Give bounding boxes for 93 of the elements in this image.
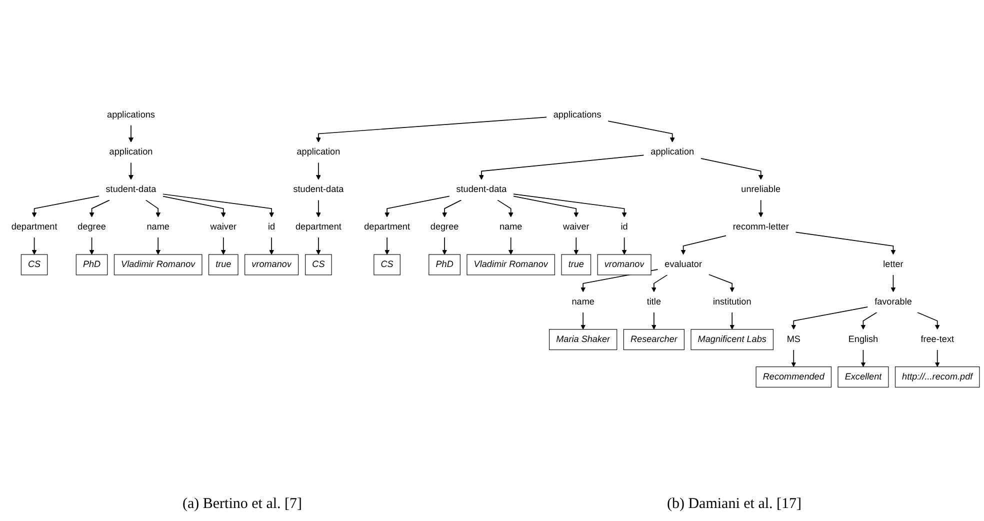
node-text: letter <box>883 260 904 270</box>
arrow <box>708 274 735 292</box>
node-text: department <box>11 222 58 232</box>
node-box: Vladimir Romanov <box>466 254 555 276</box>
node-box: CS <box>20 254 48 276</box>
arrow <box>145 200 161 218</box>
node-text: free-text <box>920 334 954 344</box>
arrow <box>513 196 579 218</box>
node-text: application <box>296 147 340 157</box>
arrow <box>89 237 94 255</box>
arrow <box>478 154 644 180</box>
arrow <box>269 237 274 255</box>
node-box: true <box>208 254 238 276</box>
arrow <box>860 349 866 368</box>
node-text: favorable <box>874 297 912 307</box>
node-text: MS <box>786 334 800 344</box>
arrow <box>795 232 896 255</box>
arrow <box>608 120 675 142</box>
arrow <box>128 162 134 180</box>
arrow <box>156 237 161 255</box>
arrow <box>316 162 321 180</box>
node-text: name <box>572 297 594 307</box>
node-box: CS <box>305 254 332 276</box>
node-text: application <box>109 147 153 157</box>
node-text: waiver <box>210 222 237 232</box>
arrow <box>497 200 514 218</box>
node-box: CS <box>374 254 400 276</box>
node-box: Maria Shaker <box>549 329 618 350</box>
node-box: Magnificent Labs <box>690 329 774 350</box>
arrow <box>791 306 868 330</box>
arrow <box>934 349 940 368</box>
node-text: degree <box>78 222 106 232</box>
node-text: English <box>848 334 878 344</box>
node-text: department <box>296 222 342 232</box>
node-text: waiver <box>563 222 590 232</box>
node-box: http://...recom.pdf <box>894 366 980 388</box>
node-text: applications <box>107 110 155 120</box>
arrow <box>316 237 321 255</box>
node-text: application <box>650 147 694 157</box>
arrow <box>89 200 110 218</box>
node-box: Recommended <box>756 366 832 388</box>
arrow <box>860 312 878 330</box>
node-text: name <box>500 222 522 232</box>
node-text: degree <box>430 222 459 232</box>
arrow <box>622 237 627 255</box>
arrow <box>700 158 764 180</box>
arrow <box>162 196 226 218</box>
node-text: id <box>620 222 628 232</box>
node-box: Excellent <box>838 366 889 388</box>
arrow <box>128 124 134 142</box>
node-text: name <box>146 222 170 232</box>
arrow <box>508 237 514 255</box>
arrow <box>316 200 321 218</box>
figure-caption: (b) Damiani et al. [17] <box>666 496 802 513</box>
node-text: applications <box>553 110 602 120</box>
arrow <box>916 312 940 330</box>
arrow <box>384 196 450 218</box>
node-text: recomm-letter <box>732 222 789 232</box>
arrow <box>651 274 668 292</box>
arrow <box>32 196 100 218</box>
node-text: student-data <box>106 184 156 194</box>
arrow <box>651 312 656 330</box>
node-text: student-data <box>456 184 507 194</box>
node-box: vromanov <box>244 254 299 276</box>
arrow <box>162 194 274 218</box>
node-box: PhD <box>428 254 460 276</box>
node-text: institution <box>712 297 752 307</box>
arrow <box>580 312 586 330</box>
node-box: Vladimir Romanov <box>114 254 202 276</box>
arrow <box>758 200 764 218</box>
node-box: true <box>561 254 592 276</box>
arrow <box>574 237 579 255</box>
arrow <box>442 237 448 255</box>
arrow <box>791 349 796 368</box>
node-box: Researcher <box>623 329 684 350</box>
node-box: vromanov <box>597 254 652 276</box>
arrow <box>384 237 390 255</box>
arrow <box>316 116 547 142</box>
figure-caption: (a) Bertino et al. [7] <box>182 496 302 513</box>
node-text: unreliable <box>741 184 781 194</box>
arrow <box>680 235 726 255</box>
arrow <box>32 237 37 255</box>
arrow <box>513 194 627 218</box>
node-text: evaluator <box>664 260 702 270</box>
node-box: PhD <box>76 254 108 276</box>
node-text: id <box>268 222 276 232</box>
arrow <box>220 237 226 255</box>
node-text: student-data <box>293 184 344 194</box>
arrow <box>730 312 735 330</box>
arrow <box>442 200 462 218</box>
node-text: title <box>646 297 661 307</box>
node-text: department <box>364 222 410 232</box>
arrow <box>890 274 896 292</box>
